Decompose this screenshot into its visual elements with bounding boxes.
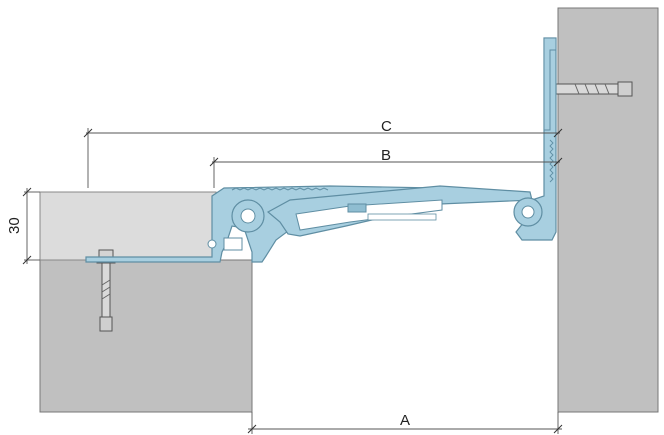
dimension-a-label: A — [400, 412, 410, 429]
hollow-chamber — [223, 237, 243, 251]
dimension-a: A — [247, 412, 563, 434]
right-wall — [557, 7, 659, 413]
dimension-b: B — [209, 147, 563, 188]
left-floor-slab — [39, 259, 253, 413]
floor-screed — [39, 191, 217, 261]
dimension-c: C — [83, 118, 563, 188]
dimension-height: 30 — [6, 187, 40, 265]
dimension-c-label: C — [381, 118, 392, 135]
dimension-b-label: B — [381, 147, 391, 164]
dimension-height-label: 30 — [6, 217, 23, 234]
joint-profile — [85, 37, 557, 263]
